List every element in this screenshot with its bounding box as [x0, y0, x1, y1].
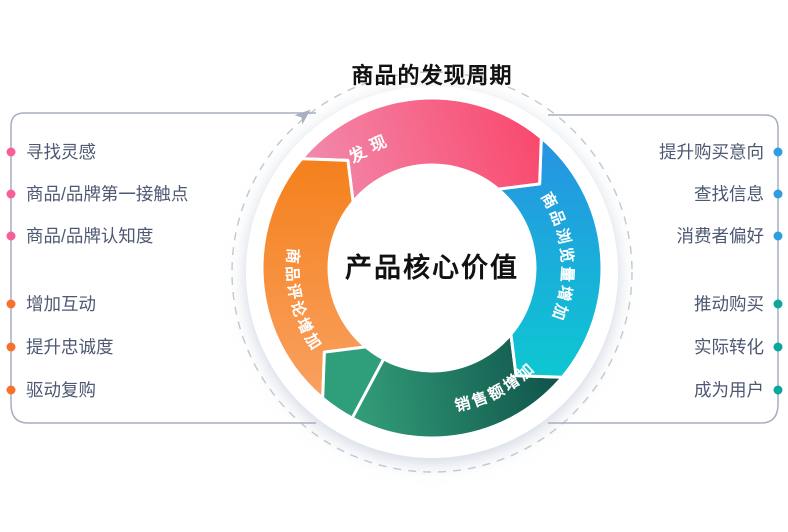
list-item: 消费者偏好: [677, 226, 765, 246]
right-top-list: 提升购买意向 查找信息 消费者偏好: [659, 142, 783, 246]
dashed-orbit-circle: [231, 71, 633, 473]
bullet-dot: [6, 189, 16, 199]
bullet-dot: [773, 231, 783, 241]
bullet-dot: [773, 147, 783, 157]
bullet-dot: [6, 342, 16, 352]
bullet-dot: [773, 299, 783, 309]
list-item: 商品/品牌认知度: [26, 226, 153, 246]
list-item: 增加互动: [26, 294, 96, 314]
bullet-dot: [773, 189, 783, 199]
bullet-dot: [6, 385, 16, 395]
left-top-list: 寻找灵感 商品/品牌第一接触点 商品/品牌认知度: [6, 142, 188, 246]
segment-sales-increase-tip: [321, 345, 386, 420]
segment-product-reviews: [260, 157, 368, 400]
bullet-dot: [6, 299, 16, 309]
list-item: 提升购买意向: [659, 142, 764, 162]
segment-discovery: [300, 96, 543, 204]
list-item: 成为用户: [694, 380, 764, 400]
right-bracket-line: [548, 114, 779, 424]
bullet-dot: [773, 342, 783, 352]
bullet-dot: [6, 147, 16, 157]
list-item: 提升忠诚度: [26, 337, 114, 357]
list-item: 寻找灵感: [26, 142, 96, 162]
list-item: 实际转化: [694, 337, 764, 357]
bullet-dot: [6, 231, 16, 241]
orbit-arrow-icon: [294, 109, 311, 125]
left-bottom-list: 增加互动 提升忠诚度 驱动复购: [6, 294, 114, 400]
list-item: 驱动复购: [26, 380, 96, 400]
page-title: 商品的发现周期: [351, 63, 512, 88]
list-item: 商品/品牌第一接触点: [26, 184, 188, 204]
right-bottom-list: 推动购买 实际转化 成为用户: [694, 294, 783, 400]
left-bracket-line: [10, 112, 316, 424]
list-item: 推动购买: [694, 294, 764, 314]
bullet-dot: [773, 385, 783, 395]
list-item: 查找信息: [694, 184, 764, 204]
center-value-label: 产品核心价值: [345, 252, 519, 283]
segment-product-views: [496, 136, 604, 379]
